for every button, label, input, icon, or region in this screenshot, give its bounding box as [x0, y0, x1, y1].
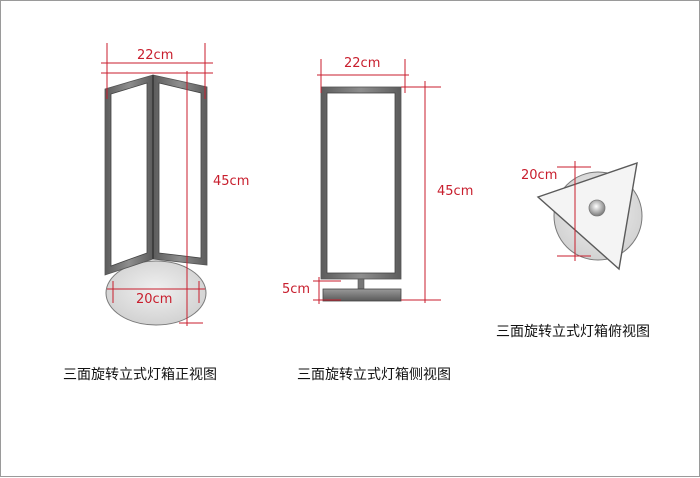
- side-view-panel: [326, 92, 396, 274]
- front-view-width-dimension: [101, 43, 213, 99]
- side-view-height-dimension: [401, 81, 441, 303]
- front-view-height-dimension: [179, 71, 203, 326]
- top-view-base-dimension: [557, 161, 591, 261]
- top-view-caption: 三面旋转立式灯箱俯视图: [496, 324, 650, 340]
- side-view: 22cm 45cm 5cm: [282, 56, 473, 304]
- side-view-base-height-label: 5cm: [282, 282, 310, 297]
- front-view-right-panel: [152, 74, 208, 266]
- side-view-height-label: 45cm: [437, 184, 473, 199]
- front-view-base: [105, 260, 207, 326]
- front-view-height-label: 45cm: [213, 174, 249, 189]
- side-view-width-label: 22cm: [344, 56, 380, 71]
- front-view-left-panel: [104, 74, 154, 276]
- top-view-base-label: 20cm: [521, 168, 557, 183]
- side-view-base-plate: [322, 288, 402, 302]
- side-view-base-height-dimension: [313, 277, 341, 304]
- side-view-pole: [357, 278, 365, 290]
- front-view-base-label: 20cm: [136, 292, 172, 307]
- front-view-width-label: 22cm: [137, 48, 173, 63]
- top-view-center-knob: [588, 199, 606, 217]
- side-view-caption: 三面旋转立式灯箱侧视图: [297, 367, 451, 383]
- front-view-caption: 三面旋转立式灯箱正视图: [63, 367, 217, 383]
- top-view-triangle: [536, 161, 638, 271]
- top-view: 20cm: [521, 161, 643, 271]
- front-view: 22cm 45cm 20cm: [101, 43, 249, 326]
- front-view-base-dimension: [107, 281, 205, 303]
